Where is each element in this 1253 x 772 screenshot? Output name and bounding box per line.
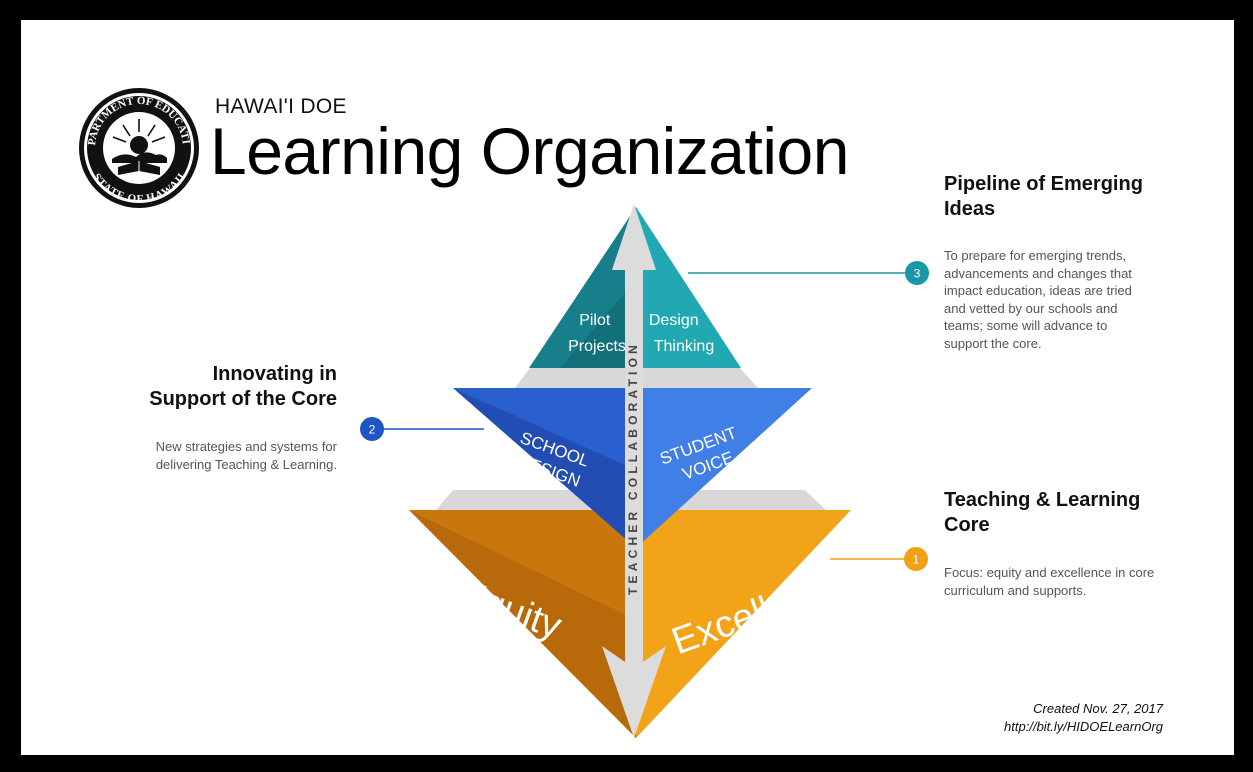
teacher-collaboration-label: TEACHER COLLABORATION <box>626 341 640 595</box>
created-date: Created Nov. 27, 2017 <box>1033 701 1163 716</box>
callout-3-title-line: Ideas <box>944 198 996 220</box>
callout-3-body-line: and vetted by our schools and <box>944 300 1118 316</box>
label-pilot: Pilot <box>579 312 611 329</box>
organization-subtitle: HAWAI'I DOE <box>215 95 347 118</box>
source-link[interactable]: http://bit.ly/HIDOELearnOrg <box>1004 718 1163 734</box>
callout-2-body: New strategies and systems for deliverin… <box>100 438 337 473</box>
callout-2-marker: 2 <box>360 417 384 441</box>
teacher-collaboration-arrow <box>602 204 666 738</box>
middle-tier-left-shade <box>453 388 636 548</box>
top-tier-left-shade <box>560 280 636 368</box>
callout-1-title-line: Teaching & Learning <box>944 489 1141 511</box>
callout-2-title-line: Support of the Core <box>149 388 337 410</box>
label-design-thinking: Design Thinking <box>649 312 714 355</box>
callout-2-title-line: Innovating in <box>212 363 337 385</box>
page-title: Learning Organization <box>210 114 849 188</box>
callout-3-number: 3 <box>914 267 921 281</box>
callout-2-body-line: delivering Teaching & Learning. <box>155 456 337 472</box>
callout-1-body-line: Focus: equity and excellence in core <box>944 565 1155 580</box>
bottom-tier-right <box>636 510 851 738</box>
callout-2-title: Innovating in Support of the Core <box>120 362 337 412</box>
callout-3-body: To prepare for emerging trends, advancem… <box>944 247 1132 352</box>
credit-block: Created Nov. 27, 2017 http://bit.ly/HIDO… <box>1004 700 1163 735</box>
callout-3-body-line: impact education, ideas are tried <box>944 283 1132 299</box>
bottom-tier-left-shade <box>409 510 636 738</box>
label-pilot-projects: Pilot Projects <box>568 312 626 355</box>
callout-1-body: Focus: equity and excellence in core cur… <box>944 564 1154 599</box>
callout-1-title: Teaching & Learning Core <box>944 488 1140 538</box>
callout-3-body-line: To prepare for emerging trends, <box>944 248 1127 263</box>
department-of-education-seal: DEPARTMENT OF EDUCATION STATE OF HAWAII <box>78 87 199 208</box>
callout-1-title-line: Core <box>944 514 990 536</box>
label-projects: Projects <box>568 338 626 355</box>
callout-3-marker: 3 <box>905 261 929 285</box>
callout-3-body-line: support the core. <box>944 335 1042 351</box>
callout-3-body-line: advancements and changes that <box>944 265 1132 281</box>
top-tier-right <box>636 207 741 368</box>
callout-2-body-line: New strategies and systems for <box>155 439 337 454</box>
callout-1-number: 1 <box>913 553 920 567</box>
label-thinking: Thinking <box>654 338 714 355</box>
label-design: Design <box>649 312 699 329</box>
callout-1-marker: 1 <box>904 547 928 571</box>
callout-2-number: 2 <box>369 423 376 437</box>
callout-3-title-line: Pipeline of Emerging <box>944 173 1143 195</box>
callout-1-body-line: curriculum and supports. <box>944 582 1087 598</box>
callout-3-title: Pipeline of Emerging Ideas <box>944 172 1143 222</box>
callout-3-body-line: teams; some will advance to <box>944 318 1108 334</box>
middle-tier-right <box>636 388 812 548</box>
top-tier-left <box>529 207 636 368</box>
